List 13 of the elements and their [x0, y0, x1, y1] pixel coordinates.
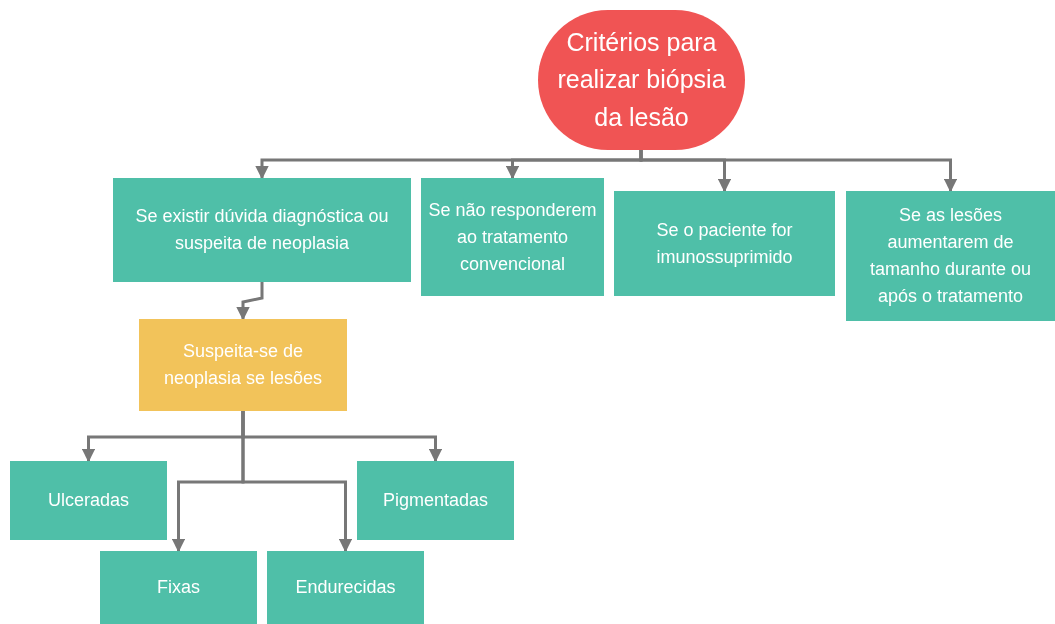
process-box: Suspeita-se de neoplasia se lesões	[139, 319, 347, 411]
arrow	[236, 282, 264, 321]
arrow	[241, 411, 353, 553]
start-node: Critérios para realizar biópsia da lesão	[538, 10, 745, 150]
arrow	[639, 150, 958, 193]
process-box: Se não responderem ao tratamento convencional	[421, 178, 604, 296]
process-box: Ulceradas	[10, 461, 167, 540]
process-box: Endurecidas	[267, 551, 424, 624]
process-box: Se o paciente for imunossuprimido	[614, 191, 835, 296]
process-box: Fixas	[100, 551, 257, 624]
process-box: Se as lesões aumentarem de tamanho durante ou após o tratamento	[846, 191, 1055, 321]
process-box: Pigmentadas	[357, 461, 514, 540]
process-box: Se existir dúvida diagnóstica ou suspeita de neoplasia	[113, 178, 411, 282]
